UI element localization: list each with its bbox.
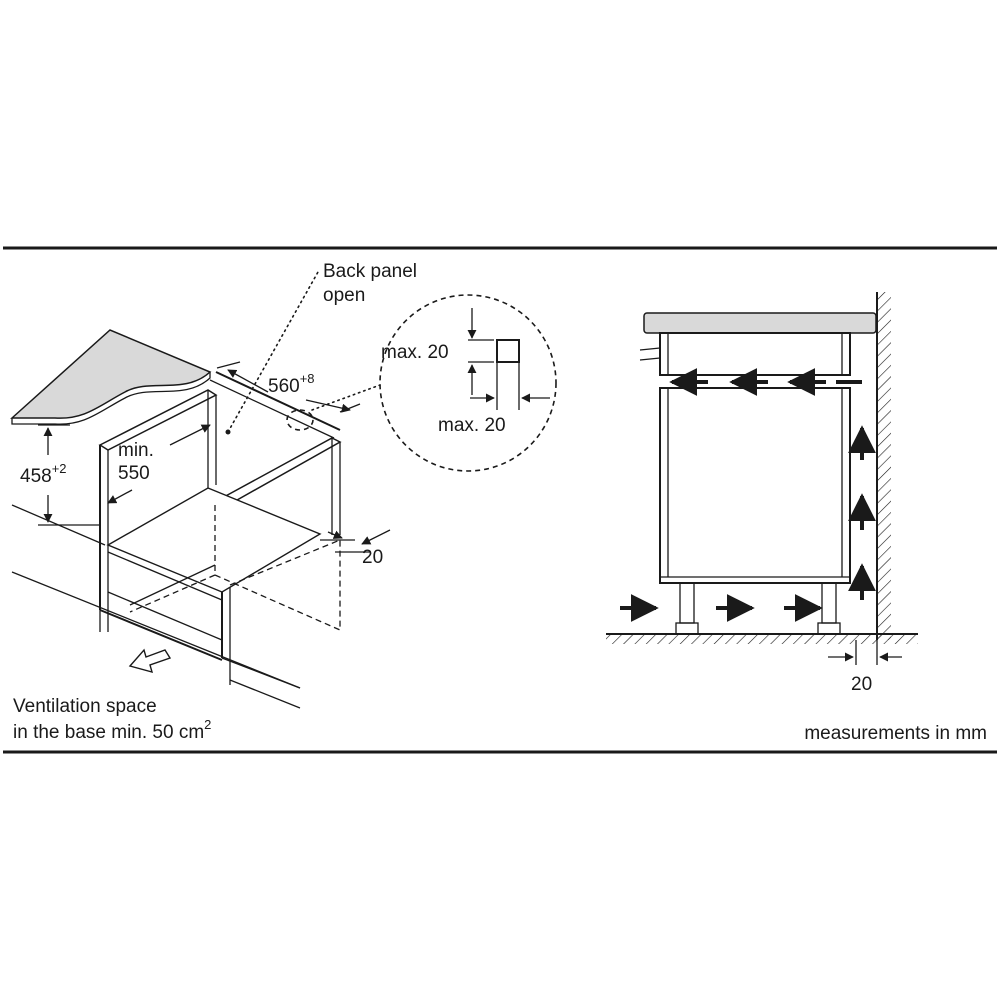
- hidden-contour: [214, 505, 341, 631]
- detail-max-horizontal-label: max. 20: [438, 415, 506, 436]
- cabinet-right-side-panel: [220, 437, 342, 505]
- depth-dimension-arrow-back: [169, 424, 211, 446]
- hob-unit: [659, 332, 851, 376]
- side-gap-label: 20: [362, 547, 383, 568]
- ventilation-label-line2: in the base min. 50 cm2: [13, 717, 211, 743]
- ventilation-label-line1: Ventilation space: [13, 696, 157, 717]
- depth-dimension-arrow-front: [107, 489, 133, 504]
- worktop: [10, 329, 212, 419]
- oven-cabinet: [659, 387, 851, 584]
- units-note: measurements in mm: [804, 723, 987, 744]
- width-dimension-arrow-right: [305, 399, 351, 413]
- depth-label-line2: 550: [118, 463, 150, 484]
- back-panel-label-line1: Back panel: [323, 261, 417, 282]
- depth-label-line1: min.: [118, 440, 154, 461]
- wall: [877, 292, 891, 640]
- detail-marker: [286, 409, 314, 431]
- cabinet-side-section: [606, 292, 918, 665]
- height-dimension-label: 458+2: [20, 461, 67, 487]
- cabinet-perspective-view: [10, 271, 391, 709]
- cabinet-foot-back: [821, 582, 837, 624]
- floor: [606, 634, 918, 644]
- detail-square: [496, 339, 520, 363]
- back-panel-leader: [227, 271, 319, 433]
- ventilation-arrow: [128, 648, 172, 674]
- width-dimension-arrow-left: [227, 369, 269, 393]
- detail-circle-view: [379, 294, 557, 472]
- cabinet-foot-front: [679, 582, 695, 624]
- wall-gap-label: 20: [851, 674, 872, 695]
- worktop-section: [643, 312, 877, 334]
- cabinet-shelf: [106, 487, 322, 593]
- detail-max-vertical-label: max. 20: [381, 342, 449, 363]
- width-dimension-label: 560+8: [268, 371, 315, 397]
- back-panel-label-line2: open: [323, 285, 365, 306]
